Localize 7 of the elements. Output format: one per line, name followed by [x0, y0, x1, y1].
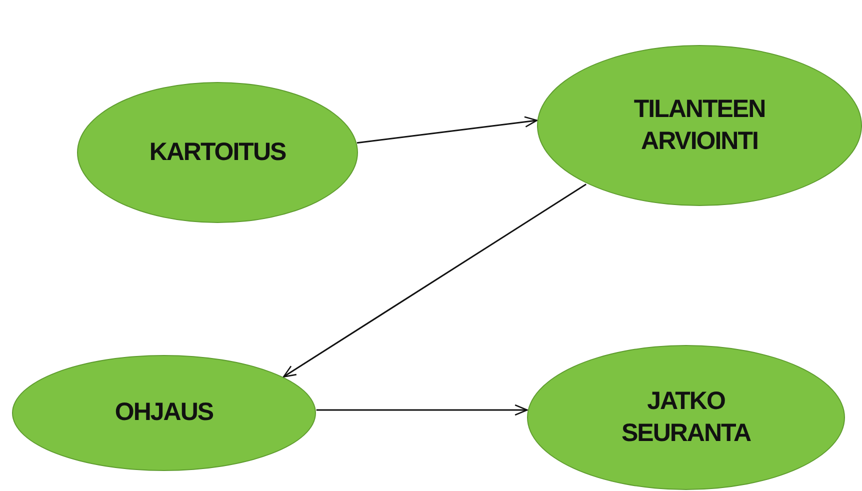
node-label: TILANTEEN ARVIOINTI	[632, 94, 766, 156]
node-label: OHJAUS	[114, 397, 214, 428]
arrow	[282, 184, 586, 378]
arrow	[316, 404, 528, 416]
arrow	[356, 116, 538, 144]
node-label: KARTOITUS	[149, 136, 286, 168]
node-label: JATKO SEURANTA	[620, 386, 752, 448]
